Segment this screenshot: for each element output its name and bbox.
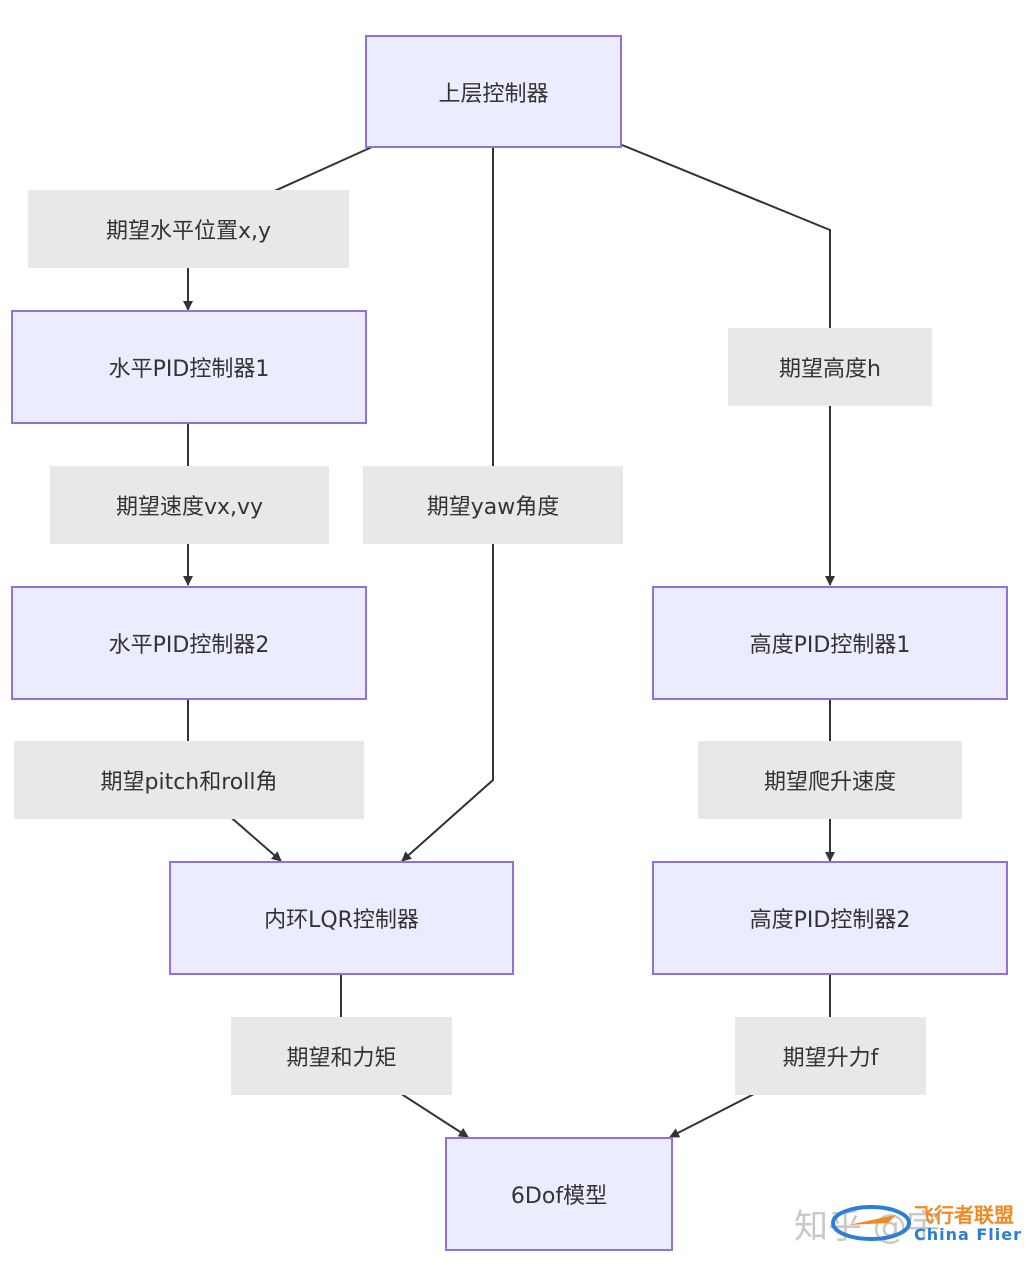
- watermark-brand-cn: 飞行者联盟: [914, 1203, 1014, 1227]
- edge-label-desired-pitch-roll-text: 期望pitch和roll角: [100, 770, 278, 795]
- node-altitude-pid-2: 高度PID控制器2: [652, 861, 1008, 975]
- edge-label-desired-height-text: 期望高度h: [779, 357, 881, 382]
- edge-upper-to-altitude-pid1: [621, 144, 835, 586]
- edge-label-desired-xy-text: 期望水平位置x,y: [105, 219, 272, 244]
- node-upper-controller: 上层控制器: [365, 35, 622, 148]
- edge-label-desired-velocity-text: 期望速度vx,vy: [115, 495, 264, 520]
- plane-logo-icon: [831, 1205, 911, 1241]
- node-altitude-pid-1-label: 高度PID控制器1: [749, 633, 911, 658]
- edge-label-desired-height: 期望高度h: [728, 328, 932, 406]
- node-upper-controller-label: 上层控制器: [438, 81, 549, 107]
- node-horizontal-pid-1-label: 水平PID控制器1: [108, 357, 270, 382]
- watermark: 知乎 @宇 飞行者联盟 China Flier: [794, 1191, 1024, 1251]
- edge-label-desired-lift-text: 期望升力f: [782, 1046, 879, 1071]
- node-6dof-model-label: 6Dof模型: [510, 1184, 608, 1209]
- node-inner-lqr-label: 内环LQR控制器: [264, 908, 419, 933]
- edge-label-desired-pitch-roll: 期望pitch和roll角: [14, 741, 364, 819]
- edge-label-desired-climb: 期望爬升速度: [698, 741, 962, 819]
- edge-upper-to-lqr-yaw: [401, 147, 494, 862]
- node-horizontal-pid-1: 水平PID控制器1: [11, 310, 367, 424]
- edge-label-desired-climb-text: 期望爬升速度: [763, 770, 896, 795]
- edge-label-desired-yaw-text: 期望yaw角度: [426, 495, 560, 520]
- edge-label-desired-torque-text: 期望和力矩: [286, 1046, 397, 1071]
- node-altitude-pid-1: 高度PID控制器1: [652, 586, 1008, 700]
- edge-label-desired-torque: 期望和力矩: [231, 1017, 452, 1095]
- node-6dof-model: 6Dof模型: [445, 1137, 673, 1251]
- node-horizontal-pid-2-label: 水平PID控制器2: [108, 633, 270, 658]
- node-altitude-pid-2-label: 高度PID控制器2: [749, 908, 911, 933]
- edge-label-desired-lift: 期望升力f: [735, 1017, 926, 1095]
- watermark-brand-en: China Flier: [914, 1225, 1023, 1244]
- edge-label-desired-yaw: 期望yaw角度: [363, 466, 623, 544]
- edge-label-desired-xy: 期望水平位置x,y: [28, 190, 349, 268]
- edge-label-desired-velocity: 期望速度vx,vy: [50, 466, 329, 544]
- node-horizontal-pid-2: 水平PID控制器2: [11, 586, 367, 700]
- node-inner-lqr: 内环LQR控制器: [169, 861, 514, 975]
